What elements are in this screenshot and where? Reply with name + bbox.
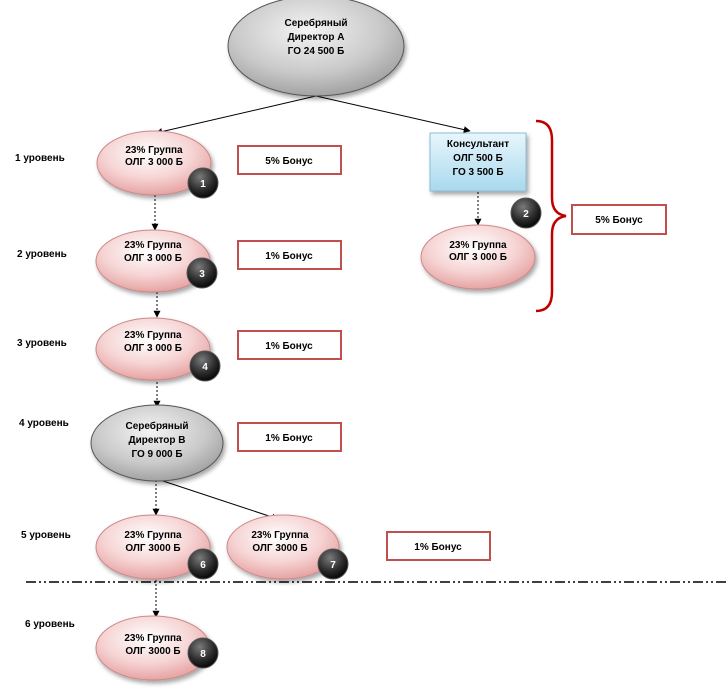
level-label-3: 3 уровень <box>17 338 67 349</box>
connector-top-to-consultant <box>315 95 471 134</box>
group-node-7-line-1: 23% Группа <box>251 530 309 541</box>
group-node-6: 23% Группа ОЛГ 3000 Б 6 <box>95 514 219 580</box>
top-director-line-2: Директор А <box>288 32 345 43</box>
director-b-line-1: Серебряный <box>125 420 188 432</box>
top-director-line-3: ГО 24 500 Б <box>288 46 345 57</box>
bonus-box-level-1: 5% Бонус <box>237 145 342 175</box>
group-node-1-badge-number: 1 <box>200 179 206 190</box>
group-node-2: 23% Группа ОЛГ 3 000 Б 2 <box>420 197 542 290</box>
group-node-4-badge-number: 4 <box>202 362 208 373</box>
connector-top-to-group1 <box>155 95 317 135</box>
group-node-4-badge <box>189 350 221 382</box>
group-node-4-line-2: ОЛГ 3 000 Б <box>124 343 182 354</box>
group-node-7: 23% Группа ОЛГ 3000 Б 7 <box>226 514 349 580</box>
consultant-line-3: ГО 3 500 Б <box>452 167 503 178</box>
director-b-node: Серебряный Директор В ГО 9 000 Б <box>90 404 224 482</box>
group-node-8: 23% Группа ОЛГ 3000 Б 8 <box>95 615 219 681</box>
bonus-box-level-4: 1% Бонус <box>237 422 342 452</box>
bonus-box-level-3: 1% Бонус <box>237 330 342 360</box>
level-labels: 1 уровень 2 уровень 3 уровень 4 уровень … <box>15 153 75 630</box>
level-label-1: 1 уровень <box>15 153 65 164</box>
group-node-7-badge-number: 7 <box>330 560 336 571</box>
level-label-2: 2 уровень <box>17 249 67 260</box>
group-node-3-line-1: 23% Группа <box>124 240 182 251</box>
group-node-4-line-1: 23% Группа <box>124 330 182 341</box>
group-node-2-line-2: ОЛГ 3 000 Б <box>449 252 507 263</box>
group-node-2-badge-number: 2 <box>523 209 529 220</box>
group-node-3-line-2: ОЛГ 3 000 Б <box>124 253 182 264</box>
consultant-box: Консультант ОЛГ 500 Б ГО 3 500 Б <box>429 132 527 192</box>
director-b-line-3: ГО 9 000 Б <box>131 449 182 460</box>
bonus-box-level-4-text: 1% Бонус <box>265 433 313 444</box>
bonus-box-level-3-text: 1% Бонус <box>265 341 313 352</box>
bonus-box-level-5-text: 1% Бонус <box>414 542 462 553</box>
group-node-6-line-1: 23% Группа <box>124 530 182 541</box>
group-node-8-badge <box>187 637 219 669</box>
group-node-1: 23% Группа ОЛГ 3 000 Б 1 <box>96 130 219 199</box>
connectors <box>151 95 482 618</box>
level-label-6: 6 уровень <box>25 619 75 630</box>
group-node-6-badge-number: 6 <box>200 560 206 571</box>
bonus-box-consultant: 5% Бонус <box>571 204 667 235</box>
consultant-line-2: ОЛГ 500 Б <box>453 153 503 164</box>
group-node-7-badge <box>317 548 349 580</box>
director-b-line-2: Директор В <box>129 435 186 446</box>
group-node-3-badge-number: 3 <box>199 269 205 280</box>
top-director-node: Серебряный Директор А ГО 24 500 Б <box>227 0 405 97</box>
group-node-6-line-2: ОЛГ 3000 Б <box>125 543 180 554</box>
group-node-6-badge <box>187 548 219 580</box>
consultant-line-1: Консультант <box>447 139 509 150</box>
curly-brace <box>535 119 567 313</box>
bonus-box-level-1-text: 5% Бонус <box>265 156 313 167</box>
bonus-box-consultant-text: 5% Бонус <box>595 215 643 226</box>
group-node-8-badge-number: 8 <box>200 649 206 660</box>
group-node-1-line-1: 23% Группа <box>125 145 183 156</box>
connector-director-b-to-group7 <box>159 479 279 521</box>
level-label-4: 4 уровень <box>19 418 69 429</box>
top-director-line-1: Серебряный <box>284 17 347 29</box>
group-node-2-line-1: 23% Группа <box>449 240 507 251</box>
group-node-1-badge <box>187 167 219 199</box>
group-node-4: 23% Группа ОЛГ 3 000 Б 4 <box>95 317 221 382</box>
bonus-box-level-2-text: 1% Бонус <box>265 251 313 262</box>
group-node-3-badge <box>186 257 218 289</box>
group-node-8-line-2: ОЛГ 3000 Б <box>125 646 180 657</box>
group-node-7-line-2: ОЛГ 3000 Б <box>252 543 307 554</box>
group-node-2-badge <box>510 197 542 229</box>
group-node-3: 23% Группа ОЛГ 3 000 Б 3 <box>95 229 218 293</box>
group-node-8-line-1: 23% Группа <box>124 633 182 644</box>
bonus-box-level-5: 1% Бонус <box>386 531 491 561</box>
bonus-box-level-2: 1% Бонус <box>237 240 342 270</box>
level-label-5: 5 уровень <box>21 530 71 541</box>
group-node-1-line-2: ОЛГ 3 000 Б <box>125 157 183 168</box>
